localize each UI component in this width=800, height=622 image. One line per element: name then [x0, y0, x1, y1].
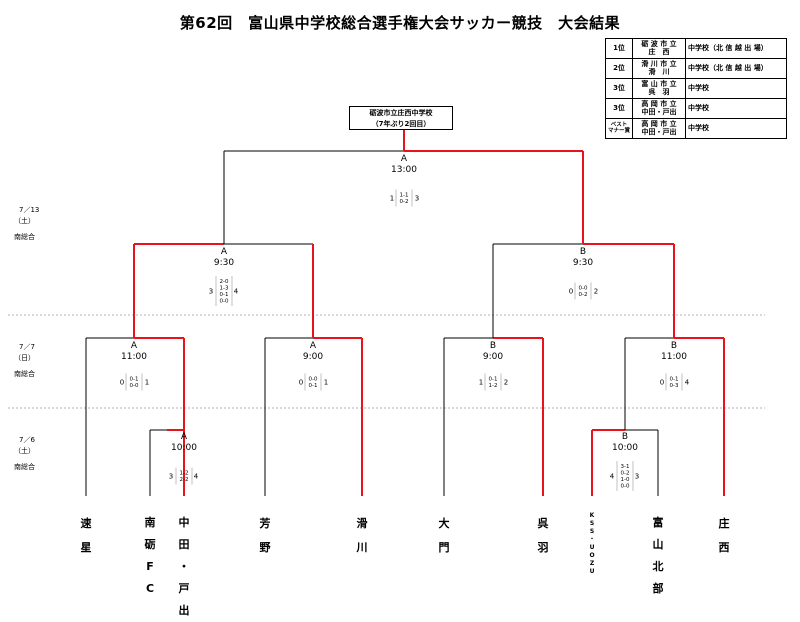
- match-court: B: [490, 341, 496, 351]
- team-name: 滑川: [356, 517, 368, 554]
- venue-label: 南総合: [14, 463, 35, 471]
- team-name: 中田・戸出: [178, 516, 190, 617]
- total-score-right: 4: [194, 473, 199, 481]
- half-score: 0-2: [579, 292, 588, 298]
- total-score-right: 3: [415, 195, 419, 203]
- results-suffix: 中学校: [685, 118, 787, 139]
- match-time: 13:00: [391, 165, 417, 175]
- total-score-left: 4: [610, 473, 615, 481]
- half-score: 3-1: [621, 464, 630, 470]
- date-block-r1: 7／6 （土） 南総合: [14, 435, 35, 473]
- day-label: （土）: [14, 447, 35, 455]
- total-score-right: 4: [234, 288, 239, 296]
- half-score: 0-0: [130, 383, 139, 389]
- match-court: B: [671, 341, 677, 351]
- team-name: 芳野: [259, 517, 271, 554]
- results-suffix: 中学校（北 信 越 出 場）: [685, 38, 787, 59]
- team-name: 富山北部: [652, 516, 664, 595]
- results-table: 1位砺 波 市 立 庄 西中学校（北 信 越 出 場）2位滑 川 市 立 滑 川…: [605, 38, 787, 139]
- total-score-left: 3: [169, 473, 173, 481]
- date-label: 7／7: [19, 343, 35, 351]
- total-score-left: 0: [299, 379, 303, 387]
- match-time: 10:00: [171, 443, 197, 453]
- total-score-left: 0: [120, 379, 124, 387]
- total-score-left: 0: [660, 379, 664, 387]
- half-score: 0-0: [220, 299, 229, 305]
- results-school: 高 岡 市 立 中田・戸出: [632, 98, 686, 119]
- total-score-right: 1: [324, 379, 328, 387]
- match-court: A: [221, 247, 228, 257]
- total-score-left: 1: [390, 195, 394, 203]
- date-label: 7／13: [19, 206, 40, 214]
- page-title: 第62回 富山県中学校総合選手権大会サッカー競技 大会結果: [179, 14, 621, 32]
- total-score-right: 4: [685, 379, 690, 387]
- half-score: 0-3: [670, 383, 679, 389]
- total-score-right: 2: [504, 379, 508, 387]
- venue-label: 南総合: [14, 370, 35, 378]
- total-score-right: 2: [594, 288, 598, 296]
- half-score: 0-1: [670, 377, 679, 383]
- results-school: 滑 川 市 立 滑 川: [632, 58, 686, 79]
- results-school: 富 山 市 立 呉 羽: [632, 78, 686, 99]
- match-time: 10:00: [612, 443, 638, 453]
- total-score-right: 3: [635, 473, 639, 481]
- match-time: 9:30: [214, 258, 234, 268]
- half-score: 2-2: [180, 477, 189, 483]
- results-school: 高 岡 市 立 中田・戸出: [632, 118, 686, 139]
- team-name: 速星: [80, 517, 92, 554]
- half-score: 1-2: [180, 471, 189, 477]
- results-row: 3位富 山 市 立 呉 羽中学校: [605, 78, 787, 99]
- half-score: 0-1: [130, 377, 139, 383]
- results-rank: ベスト マナー賞: [605, 118, 633, 139]
- results-row: 1位砺 波 市 立 庄 西中学校（北 信 越 出 場）: [605, 38, 787, 59]
- results-suffix: 中学校（北 信 越 出 場）: [685, 58, 787, 79]
- venue-label: 南総合: [14, 233, 35, 241]
- team-name: 呉羽: [537, 517, 549, 554]
- match-court: A: [401, 154, 408, 164]
- match-time: 11:00: [121, 352, 147, 362]
- half-score: 0-0: [309, 377, 318, 383]
- champion-note: （7年ぶり2回目）: [371, 120, 431, 128]
- match-court: B: [580, 247, 586, 257]
- half-score: 2-0: [220, 279, 229, 285]
- half-score: 0-0: [621, 484, 630, 490]
- match-court: A: [131, 341, 138, 351]
- half-score: 0-0: [579, 286, 588, 292]
- total-score-left: 3: [209, 288, 213, 296]
- results-row: 2位滑 川 市 立 滑 川中学校（北 信 越 出 場）: [605, 58, 787, 79]
- date-label: 7／6: [19, 436, 35, 444]
- match-court: B: [622, 432, 628, 442]
- champion-name: 砺波市立庄西中学校: [369, 109, 433, 117]
- day-label: （土）: [14, 217, 35, 225]
- half-score: 0-1: [309, 383, 318, 389]
- match-court: A: [310, 341, 317, 351]
- match-time: 9:00: [483, 352, 503, 362]
- total-score-left: 1: [479, 379, 483, 387]
- date-block-qf: 7／7 （日） 南総合: [14, 342, 35, 380]
- half-score: 1-2: [489, 383, 498, 389]
- total-score-right: 1: [145, 379, 149, 387]
- match-time: 9:30: [573, 258, 593, 268]
- match-court: A: [181, 432, 188, 442]
- half-score: 1-1: [400, 193, 409, 199]
- day-label: （日）: [14, 354, 35, 362]
- results-row: 3位高 岡 市 立 中田・戸出中学校: [605, 98, 787, 119]
- team-name: 庄西: [718, 517, 730, 554]
- team-name: 大門: [438, 517, 450, 554]
- champion-box: 砺波市立庄西中学校 （7年ぶり2回目）: [349, 106, 453, 130]
- match-time: 11:00: [661, 352, 687, 362]
- half-score: 0-1: [489, 377, 498, 383]
- results-row: ベスト マナー賞高 岡 市 立 中田・戸出中学校: [605, 118, 787, 139]
- match-time: 9:00: [303, 352, 323, 362]
- date-block-final: 7／13 （土） 南総合: [14, 205, 39, 243]
- half-score: 1-0: [621, 477, 630, 483]
- total-score-left: 0: [569, 288, 573, 296]
- half-score: 1-3: [220, 286, 229, 292]
- half-score: 0-2: [621, 471, 630, 477]
- half-score: 0-2: [400, 199, 409, 205]
- half-score: 0-1: [220, 292, 229, 298]
